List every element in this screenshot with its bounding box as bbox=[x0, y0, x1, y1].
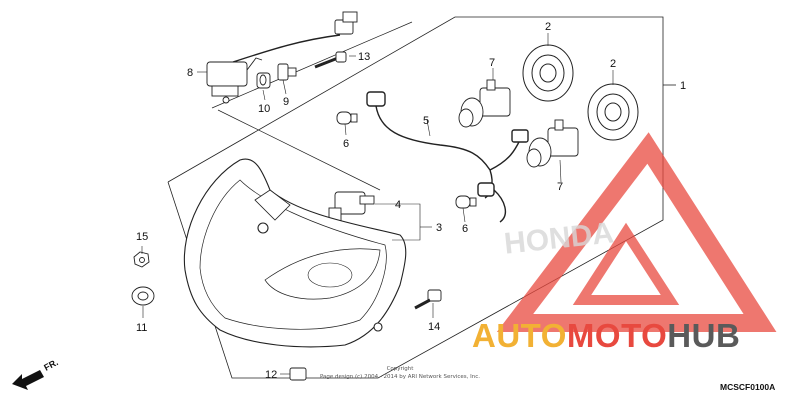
grommet-10 bbox=[256, 72, 271, 89]
callout-13: 13 bbox=[358, 51, 370, 63]
callout-6a: 6 bbox=[343, 138, 349, 150]
watermark-text: AUTOMOTOHUB bbox=[472, 317, 740, 354]
callout-6b: 6 bbox=[462, 223, 468, 235]
callout-14: 14 bbox=[428, 321, 440, 333]
copyright-heading: Copyright bbox=[387, 366, 415, 372]
watermark-part-1: AUTO bbox=[472, 317, 567, 354]
callout-10: 10 bbox=[258, 103, 270, 115]
copyright-notice: Page design (c) 2004 - 2014 by ARI Netwo… bbox=[320, 374, 480, 380]
callout-12: 12 bbox=[265, 369, 277, 381]
socket-unit-4 bbox=[328, 191, 375, 223]
front-label: FR. bbox=[42, 357, 59, 373]
callout-8: 8 bbox=[187, 67, 193, 79]
relay-bracket bbox=[206, 11, 358, 104]
callout-5: 5 bbox=[423, 115, 429, 127]
headlight-bulb-7b bbox=[526, 119, 579, 168]
callout-4: 4 bbox=[395, 199, 401, 211]
svg-text:HONDA: HONDA bbox=[503, 216, 616, 260]
callout-labels: 1 2 2 3 4 5 6 6 7 7 8 9 10 11 12 13 14 1… bbox=[136, 21, 686, 381]
front-direction-indicator: FR. bbox=[12, 357, 60, 390]
arrow-left-icon bbox=[12, 370, 44, 390]
watermark-part-3: HUB bbox=[667, 317, 740, 354]
callout-1: 1 bbox=[680, 80, 686, 92]
callout-15: 15 bbox=[136, 231, 148, 243]
svg-text:AUTOMOTOHUB: AUTOMOTOHUB bbox=[472, 317, 740, 354]
nut-15 bbox=[133, 251, 150, 268]
callout-11: 11 bbox=[136, 322, 147, 334]
headlight-bulb-7a bbox=[458, 79, 511, 128]
callout-3: 3 bbox=[436, 222, 442, 234]
position-bulb-6a bbox=[336, 111, 358, 125]
callout-2a: 2 bbox=[545, 21, 551, 33]
callout-9: 9 bbox=[283, 96, 289, 108]
clip-12 bbox=[289, 367, 307, 381]
dust-cover-2b bbox=[587, 83, 639, 141]
dust-cover-2a bbox=[522, 44, 574, 102]
sub-harness-5 bbox=[366, 91, 529, 223]
callout-7b: 7 bbox=[557, 181, 563, 193]
harness-subframe bbox=[211, 21, 413, 191]
assembly-frame bbox=[167, 16, 676, 379]
position-bulb-6b bbox=[455, 195, 477, 209]
diagram-code: MCSCF0100A bbox=[720, 382, 775, 392]
leader-lines bbox=[141, 33, 614, 375]
socket-9 bbox=[277, 63, 297, 81]
headlight-housing bbox=[183, 158, 407, 348]
callout-7a: 7 bbox=[489, 57, 495, 69]
grommet-11 bbox=[131, 286, 155, 306]
watermark-part-2: MOTO bbox=[567, 317, 667, 354]
screw-13 bbox=[314, 51, 347, 69]
bolt-14 bbox=[414, 289, 442, 310]
callout-2b: 2 bbox=[610, 58, 616, 70]
watermark-logo-mark: HONDA bbox=[496, 132, 777, 332]
